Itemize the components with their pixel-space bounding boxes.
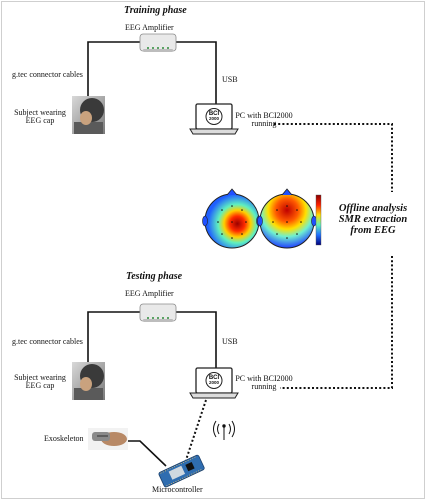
training-usb-cable [176, 42, 216, 104]
training-subject-label: Subject wearing EEG cap [8, 109, 72, 126]
testing-cables-label: g.tec connector cables [12, 338, 83, 346]
training-pc-label: PC with BCI2000 running [230, 112, 298, 129]
testing-usb-cable [176, 312, 216, 368]
training-pc-line2: running [230, 120, 298, 128]
training-logo-bottom: 2000 [206, 117, 222, 122]
topography-map-left [203, 189, 262, 248]
offline-analysis-label: Offline analysis SMR extraction from EEG [330, 203, 416, 236]
exoskeleton-label: Exoskeleton [44, 435, 84, 443]
training-amplifier-icon [140, 34, 176, 52]
testing-phase-title: Testing phase [126, 272, 182, 283]
analysis-line1: Offline analysis [330, 203, 416, 214]
testing-left-cable [88, 312, 140, 364]
testing-subject-line2: EEG cap [8, 382, 72, 390]
training-to-analysis-dotted-line [274, 124, 392, 192]
testing-pc-line2: running [230, 383, 298, 391]
microcontroller-label: Microcontroller [152, 486, 203, 494]
testing-screen-logo: BCI 2000 [206, 375, 222, 386]
analysis-line3: from EEG [330, 225, 416, 236]
testing-usb-label: USB [222, 338, 238, 346]
testing-subject-label: Subject wearing EEG cap [8, 374, 72, 391]
exoskeleton-cable [128, 441, 166, 466]
training-left-cable [88, 42, 140, 96]
training-subject-line2: EEG cap [8, 117, 72, 125]
testing-amplifier-icon [140, 304, 176, 322]
testing-logo-bottom: 2000 [206, 381, 222, 386]
topography-map-right [258, 189, 317, 248]
training-amplifier-label: EEG Amplifier [125, 24, 174, 32]
antenna-icon [214, 421, 235, 440]
analysis-line2: SMR extraction [330, 214, 416, 225]
analysis-to-testing-dotted-line [280, 256, 392, 388]
testing-pc-label: PC with BCI2000 running [230, 375, 298, 392]
testing-subject-photo [72, 362, 105, 400]
exoskeleton-photo [88, 428, 128, 450]
training-cables-label: g.tec connector cables [12, 71, 83, 79]
training-phase-title: Training phase [124, 6, 187, 17]
testing-amplifier-label: EEG Amplifier [125, 290, 174, 298]
colorbar [316, 195, 321, 245]
training-usb-label: USB [222, 76, 238, 84]
training-screen-logo: BCI 2000 [206, 111, 222, 122]
pc-to-microcontroller-dotted-line [186, 400, 206, 460]
training-subject-photo [72, 96, 105, 134]
microcontroller-board [158, 455, 205, 488]
